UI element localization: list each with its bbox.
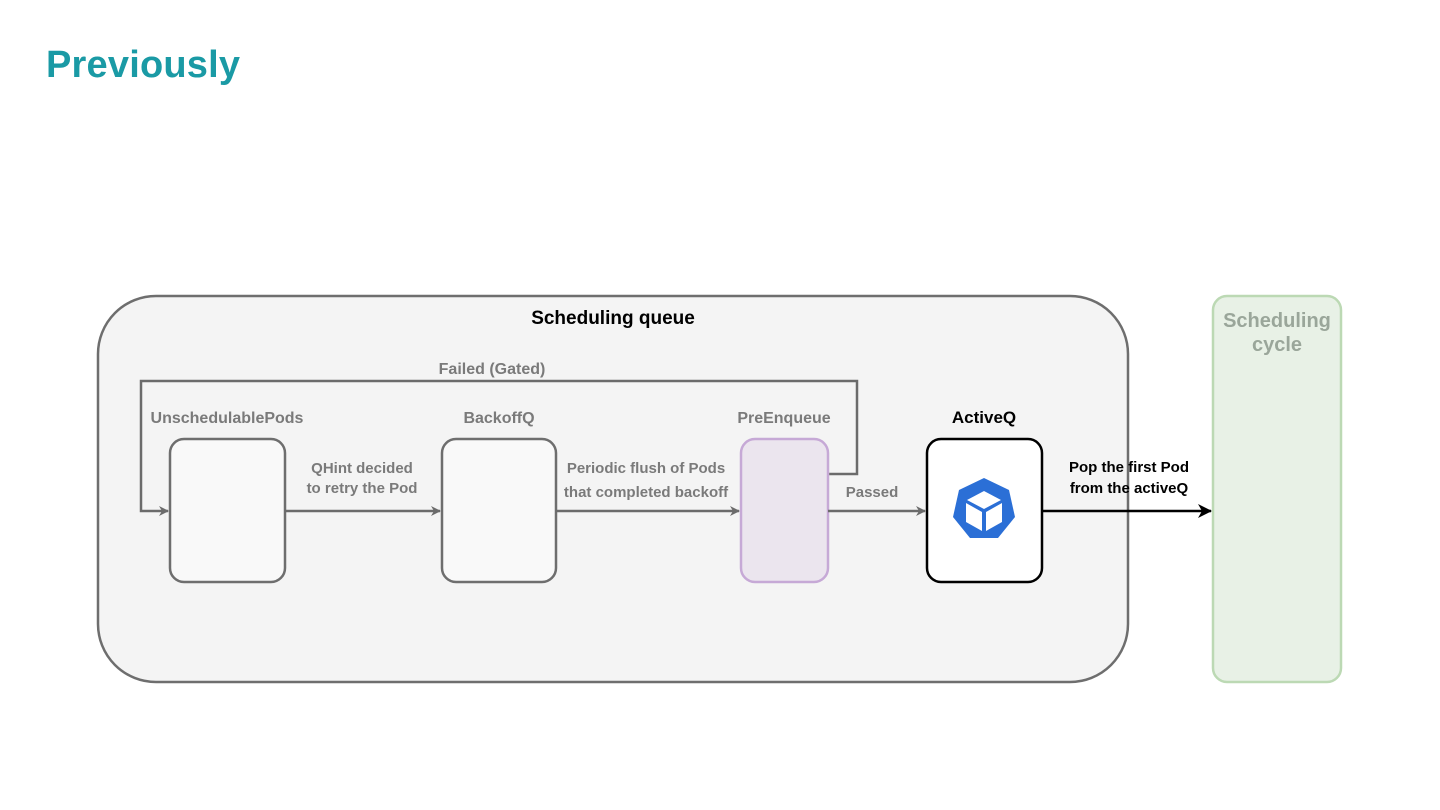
failed-gated-label: Failed (Gated) bbox=[439, 361, 546, 378]
scheduling-queue-title: Scheduling queue bbox=[531, 308, 695, 329]
unschedulable-pods-box bbox=[168, 437, 287, 584]
scheduling-queue-container bbox=[96, 294, 1130, 684]
activeq-label: ActiveQ bbox=[952, 408, 1016, 427]
pop-label-line1: Pop the first Pod bbox=[1069, 459, 1189, 476]
preenqueue-box bbox=[739, 437, 830, 584]
qhint-label-line1: QHint decided bbox=[311, 460, 413, 477]
scheduling-cycle-label-line1: Scheduling bbox=[1223, 310, 1331, 332]
backoffq-box bbox=[440, 437, 558, 584]
flush-label-line2: that completed backoff bbox=[564, 484, 729, 501]
unschedulable-pods-label: UnschedulablePods bbox=[151, 410, 304, 427]
preenqueue-label: PreEnqueue bbox=[737, 410, 830, 427]
backoffq-label: BackoffQ bbox=[463, 410, 534, 427]
slide-title: Previously bbox=[46, 44, 241, 86]
pop-label-line2: from the activeQ bbox=[1070, 480, 1189, 497]
passed-label: Passed bbox=[846, 484, 899, 501]
kubernetes-pod-icon bbox=[953, 478, 1015, 538]
scheduling-cycle-label-line2: cycle bbox=[1252, 334, 1302, 356]
failed-gated-edge bbox=[139, 379, 859, 516]
qhint-label-line2: to retry the Pod bbox=[307, 480, 418, 497]
scheduling-cycle-box bbox=[1211, 294, 1343, 684]
flush-label-line1: Periodic flush of Pods bbox=[567, 460, 725, 477]
